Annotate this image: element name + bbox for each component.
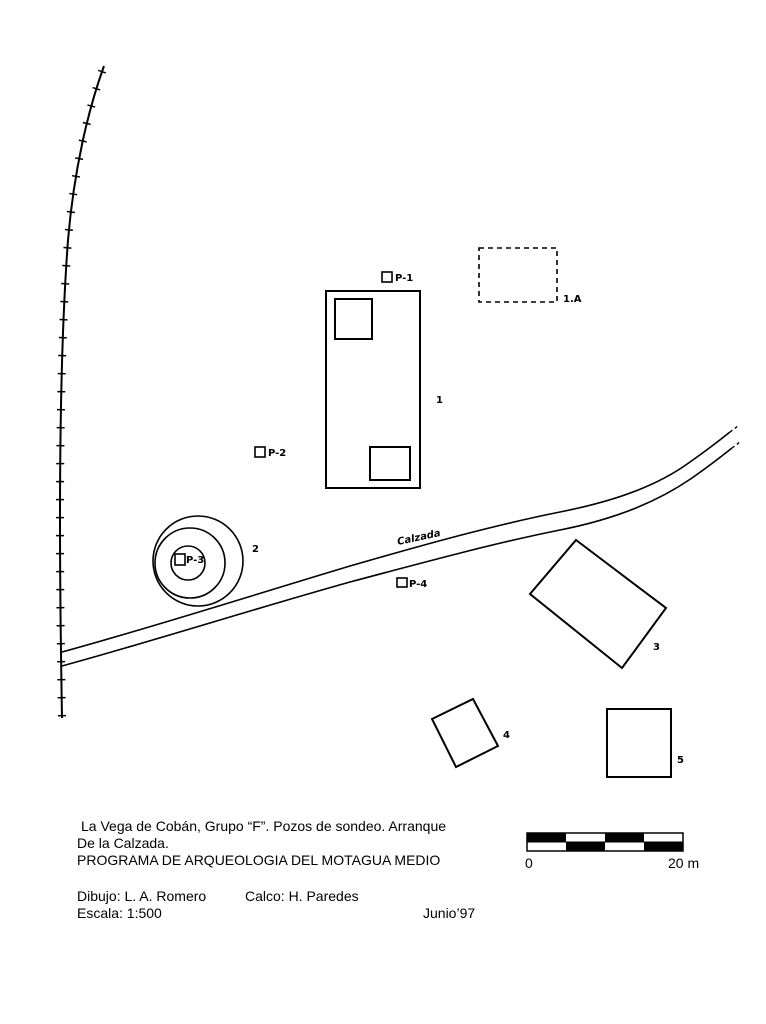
structure-2-middle [154,527,226,599]
fence-tick [97,69,107,74]
scale-bar-end-label: 20 m [668,855,700,871]
structure-1-inner-bottom [369,446,411,481]
structure-4 [430,697,500,769]
road-upper-edge [61,431,731,653]
test-pit-p3-label: P-3 [186,555,204,566]
test-pit-p1-label: P-1 [395,273,413,284]
test-pit-p2 [254,446,266,458]
caption-scale: Escala: 1:500 [77,905,162,921]
fence-line [58,65,105,719]
structure-3 [528,538,668,670]
fence-tick [66,210,75,214]
test-pit-p3 [174,553,186,566]
fence-tick [92,86,101,91]
caption-program: PROGRAMA DE ARQUEOLOGIA DEL MOTAGUA MEDI… [77,852,441,868]
caption-title-line2: De la Calzada. [77,835,169,851]
fence-tick [69,192,78,196]
fence-tick [63,246,72,249]
fence-tick [82,121,91,126]
caption-date: Junio’97 [423,905,476,921]
road-dashed-end [729,425,741,449]
caption-tracing-credit: Calco: H. Paredes [245,888,359,904]
test-pit-p2-label: P-2 [268,448,286,459]
structure-2-outer [152,515,244,607]
structure-2-label: 2 [252,544,259,555]
caption-drawing-credit: Dibujo: L. A. Romero [77,888,207,904]
fence-tick [87,104,96,108]
structure-5-label: 5 [677,755,684,766]
road-label: Calzada [396,528,442,548]
structure-4-label: 4 [503,730,510,741]
fence-ticks [56,69,107,717]
test-pit-p1 [381,271,393,283]
structure-1a-label: 1.A [563,294,582,305]
structure-1a [478,247,558,303]
structure-3-label: 3 [653,642,660,653]
caption-title-line1: La Vega de Cobán, Grupo “F”. Pozos de so… [81,818,447,834]
test-pit-p4-label: P-4 [409,579,427,590]
fence-tick [75,157,84,161]
test-pit-p4 [396,577,408,588]
structure-1 [325,290,421,489]
structure-2-inner [170,545,206,581]
structure-1-label: 1 [436,395,443,406]
fence-tick [78,139,87,143]
scale-bar [526,832,684,852]
fence-tick [64,228,73,232]
scale-bar-start-label: 0 [525,855,533,871]
structure-1-inner-top [334,298,373,340]
fence-tick [71,174,81,178]
structure-5 [606,708,672,778]
road-lower-edge [61,447,733,667]
